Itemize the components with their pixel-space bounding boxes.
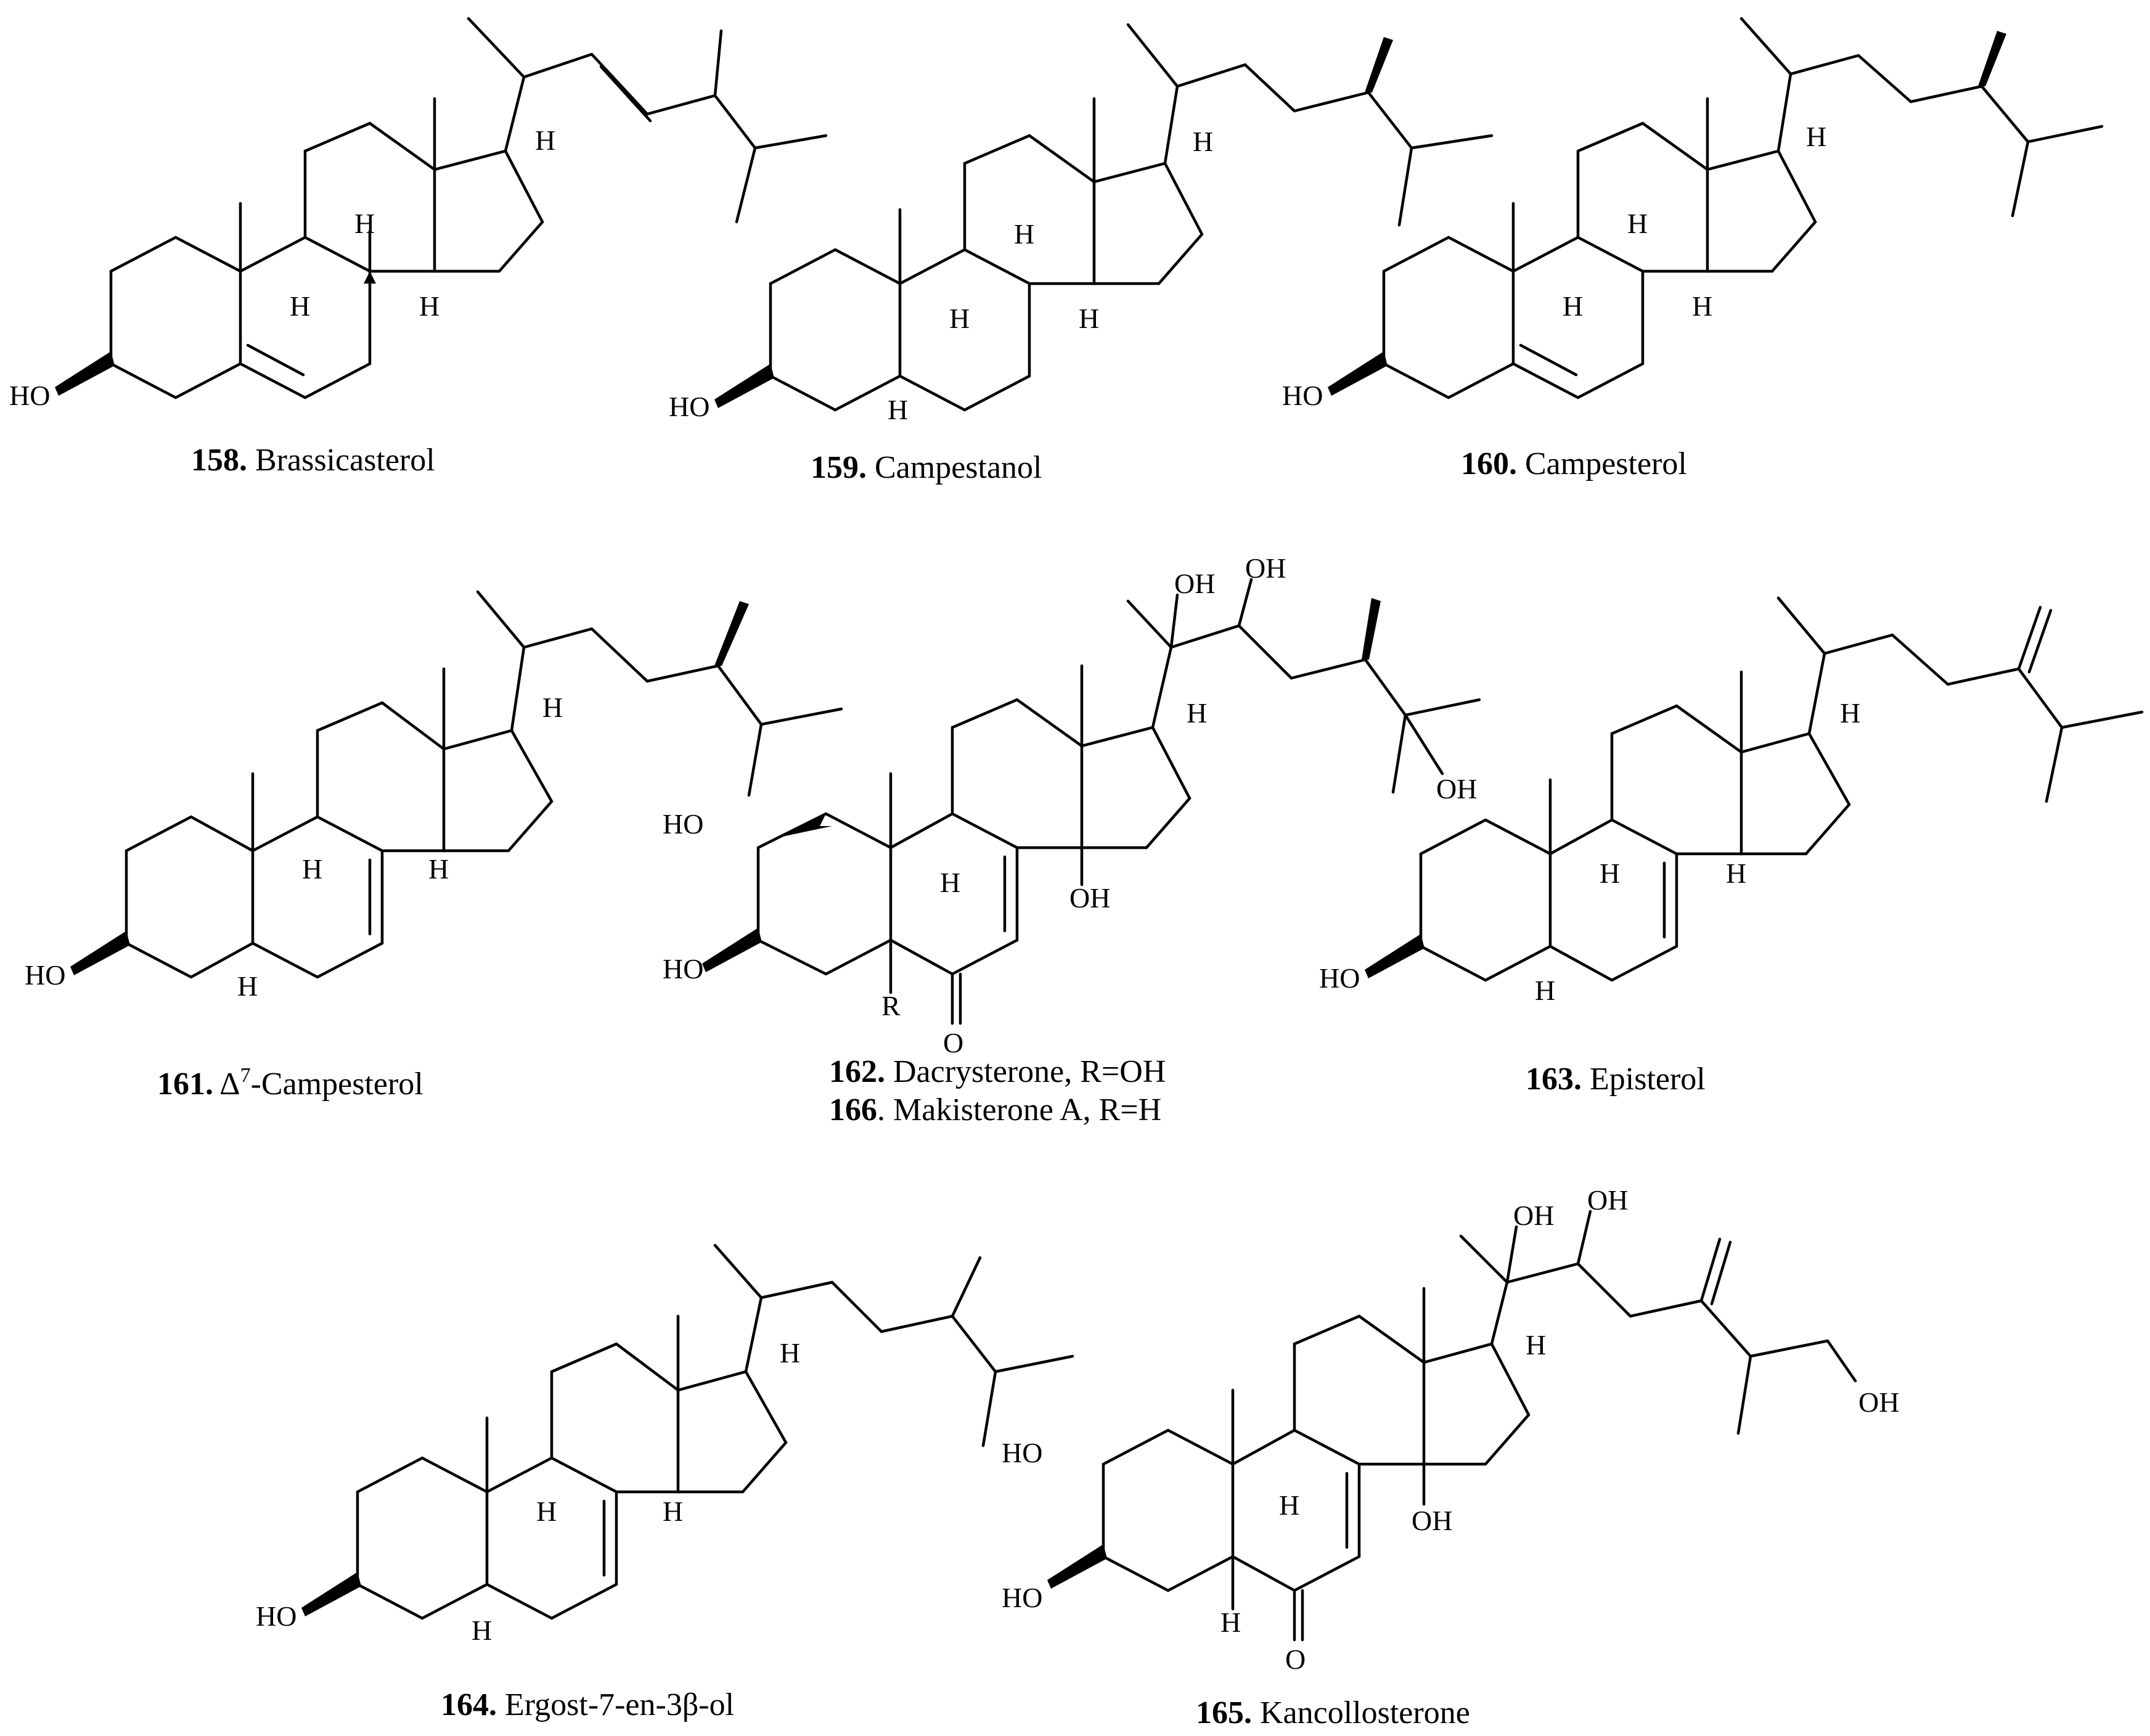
structure-164-ergost-7-en-3b-ol: HO H H H H 164. Ergost-7-en-3β-ol xyxy=(256,1243,1074,1722)
compound-number: 166 xyxy=(829,1092,877,1128)
h-label: H xyxy=(1806,121,1826,152)
h-label: H xyxy=(419,290,439,322)
compound-number: 161. xyxy=(157,1067,213,1102)
h-label: H xyxy=(1840,697,1860,729)
h-label: H xyxy=(1279,1489,1299,1521)
structure-161-delta7-campesterol: HO H H H H 161. Δ7-Campesterol xyxy=(25,590,843,1102)
ho-label: HO xyxy=(1002,1582,1042,1613)
compound-number: 159. xyxy=(811,450,867,485)
oh-label: OH xyxy=(1174,568,1215,599)
structure-159-campestanol: HO H H H H H 159. Campestanol xyxy=(669,23,1494,485)
delta-symbol: Δ xyxy=(219,1067,240,1102)
compound-name: Kancollosterone xyxy=(1260,1695,1470,1730)
o-label: O xyxy=(943,1027,963,1058)
h-label: H xyxy=(663,1496,683,1527)
svg-text:162. Dacrysterone, R=OH: 162. Dacrysterone, R=OH xyxy=(829,1054,1166,1089)
structure-165-kancollosterone: HO HO H H OH H OH OH OH O 165. Kancollos… xyxy=(1002,1184,1899,1730)
compound-name: . Makisterone A, R=H xyxy=(877,1092,1161,1128)
h-label: H xyxy=(1627,208,1648,239)
svg-text:161. Δ7-Campesterol: 161. Δ7-Campesterol xyxy=(157,1064,423,1102)
structure-162-dacrysterone: HO HO H OH H OH OH OH R O 162. Dacryster… xyxy=(663,552,1481,1128)
compound-number: 162. xyxy=(829,1054,885,1089)
compound-name: Dacrysterone, R=OH xyxy=(893,1054,1166,1089)
h-label: H xyxy=(1600,858,1620,889)
compound-number: 160. xyxy=(1461,446,1517,481)
compound-number: 165. xyxy=(1196,1695,1252,1730)
o-label: O xyxy=(1285,1644,1306,1675)
h-label: H xyxy=(1726,858,1746,889)
h-label: H xyxy=(1692,290,1712,322)
h-label: H xyxy=(940,867,960,898)
compound-number: 164. xyxy=(441,1687,497,1722)
svg-text:165. Kancollosterone: 165. Kancollosterone xyxy=(1196,1695,1470,1730)
h-label: H xyxy=(290,290,310,322)
ho-label: HO xyxy=(669,391,709,422)
compound-number: 158. xyxy=(191,443,247,478)
h-label: H xyxy=(949,303,970,334)
svg-text:158. Brassicasterol: 158. Brassicasterol xyxy=(191,443,435,478)
compound-name: Campesterol xyxy=(1525,446,1687,481)
h-label: H xyxy=(428,853,449,885)
h-label: H xyxy=(1526,1329,1546,1361)
r-label: R xyxy=(881,990,901,1022)
h-label: H xyxy=(1079,303,1099,334)
h-label: H xyxy=(1187,697,1207,729)
ho-label: HO xyxy=(663,808,703,840)
h-label: H xyxy=(1220,1607,1241,1638)
svg-text:163. Episterol: 163. Episterol xyxy=(1526,1062,1706,1097)
structure-160-campesterol: HO H H H H 160. Campesterol xyxy=(1282,17,2104,481)
h-label: H xyxy=(535,125,555,156)
oh-label: OH xyxy=(1436,773,1477,805)
oh-label: OH xyxy=(1412,1505,1452,1536)
h-label: H xyxy=(237,970,258,1002)
svg-text:159. Campestanol: 159. Campestanol xyxy=(811,450,1042,485)
compound-number: 163. xyxy=(1526,1062,1582,1097)
h-label: H xyxy=(354,208,375,239)
h-label: H xyxy=(1193,126,1213,157)
svg-text:164. Ergost-7-en-3β-ol: 164. Ergost-7-en-3β-ol xyxy=(441,1687,734,1722)
oh-label: OH xyxy=(1069,882,1110,914)
compound-name: Episterol xyxy=(1590,1062,1706,1097)
h-label: H xyxy=(542,692,563,723)
h-label: H xyxy=(888,394,908,425)
h-label: H xyxy=(780,1337,800,1369)
svg-text:166. Makisterone A, R=H: 166. Makisterone A, R=H xyxy=(829,1092,1161,1128)
h-label: H xyxy=(536,1496,557,1527)
ho-label: HO xyxy=(1282,380,1323,411)
structure-163-episterol: HO H H H H 163. Episterol xyxy=(1319,596,2144,1097)
compound-name: Ergost-7-en-3β-ol xyxy=(505,1687,734,1722)
h-label: H xyxy=(1535,975,1555,1006)
oh-label: OH xyxy=(1513,1200,1554,1231)
ho-label: HO xyxy=(663,953,703,985)
h-label: H xyxy=(1563,290,1583,322)
h-label: H xyxy=(1014,218,1034,250)
ho-label: HO xyxy=(256,1600,296,1632)
h-label: H xyxy=(302,853,322,885)
compound-name: Brassicasterol xyxy=(255,443,435,478)
oh-label: OH xyxy=(1587,1184,1628,1216)
ho-label: HO xyxy=(25,959,65,991)
compound-name: Campestanol xyxy=(875,450,1042,485)
svg-text:160. Campesterol: 160. Campesterol xyxy=(1461,446,1687,481)
oh-label: OH xyxy=(1245,552,1286,584)
oh-label: OH xyxy=(1858,1386,1899,1418)
h-label: H xyxy=(472,1615,492,1646)
ho-label: HO xyxy=(9,380,50,411)
structure-158-brassicasterol: HO H H H H 158. Brassicasterol xyxy=(9,17,828,478)
compound-name: -Campesterol xyxy=(251,1067,423,1102)
superscript: 7 xyxy=(240,1064,251,1087)
ho-label: HO xyxy=(1319,962,1360,994)
ho-label: HO xyxy=(1002,1437,1042,1468)
